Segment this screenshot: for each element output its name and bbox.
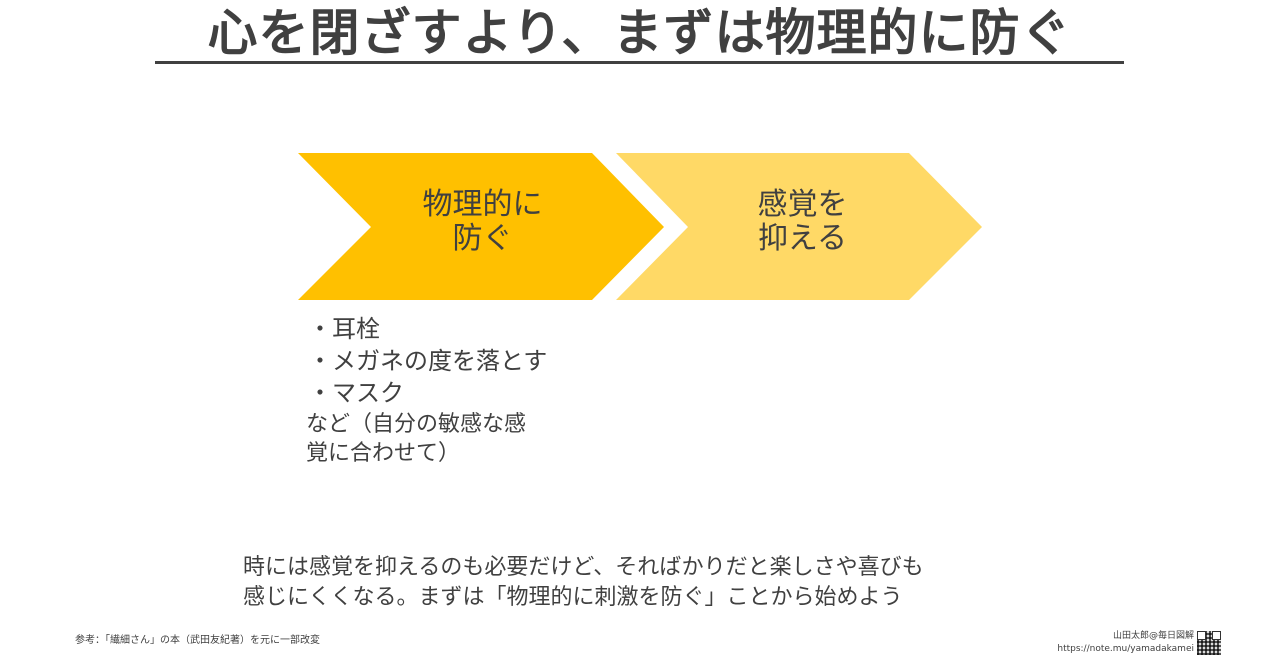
note-line: など（自分の敏感な感 <box>306 412 527 437</box>
chevron-suppress <box>616 153 982 300</box>
reference-note: 参考：「繊細さん」の本（武田友紀著）を元に一部改変 <box>75 635 320 646</box>
author-credit: 山田太郎@毎日図解 https://note.mu/yamadakamei <box>1057 630 1194 656</box>
list-item: ・耳栓 <box>308 315 380 343</box>
summary-text: 時には感覚を抑えるのも必要だけど、そればかりだと楽しさや喜びも 感じにくくなる。… <box>243 553 1043 613</box>
chevron-label-line: 感覚を <box>757 187 848 222</box>
chevron-label-suppress: 感覚を 抑える <box>720 188 885 256</box>
list-item: ・マスク <box>308 379 404 407</box>
title-underline <box>155 61 1124 64</box>
chevron-physical <box>298 153 664 300</box>
qr-code-icon <box>1197 631 1221 655</box>
chevron-label-line: 防ぐ <box>452 221 513 256</box>
note-line: 覚に合わせて） <box>306 441 461 466</box>
chevron-label-line: 抑える <box>757 221 848 256</box>
list-item: ・メガネの度を落とす <box>308 347 548 375</box>
chevron-label-physical: 物理的に 防ぐ <box>400 188 565 256</box>
author-url[interactable]: https://note.mu/yamadakamei <box>1057 644 1194 654</box>
author-name: 山田太郎@毎日図解 <box>1112 631 1194 641</box>
method-list: ・耳栓 ・メガネの度を落とす ・マスク <box>308 313 547 409</box>
summary-line: 時には感覚を抑えるのも必要だけど、そればかりだと楽しさや喜びも <box>243 555 924 580</box>
chevron-label-line: 物理的に <box>422 187 543 222</box>
page-title: 心を閉ざすより、まずは物理的に防ぐ <box>207 4 1072 62</box>
method-note: など（自分の敏感な感 覚に合わせて） <box>306 410 576 468</box>
summary-line: 感じにくくなる。まずは「物理的に刺激を防ぐ」ことから始めよう <box>243 585 903 610</box>
